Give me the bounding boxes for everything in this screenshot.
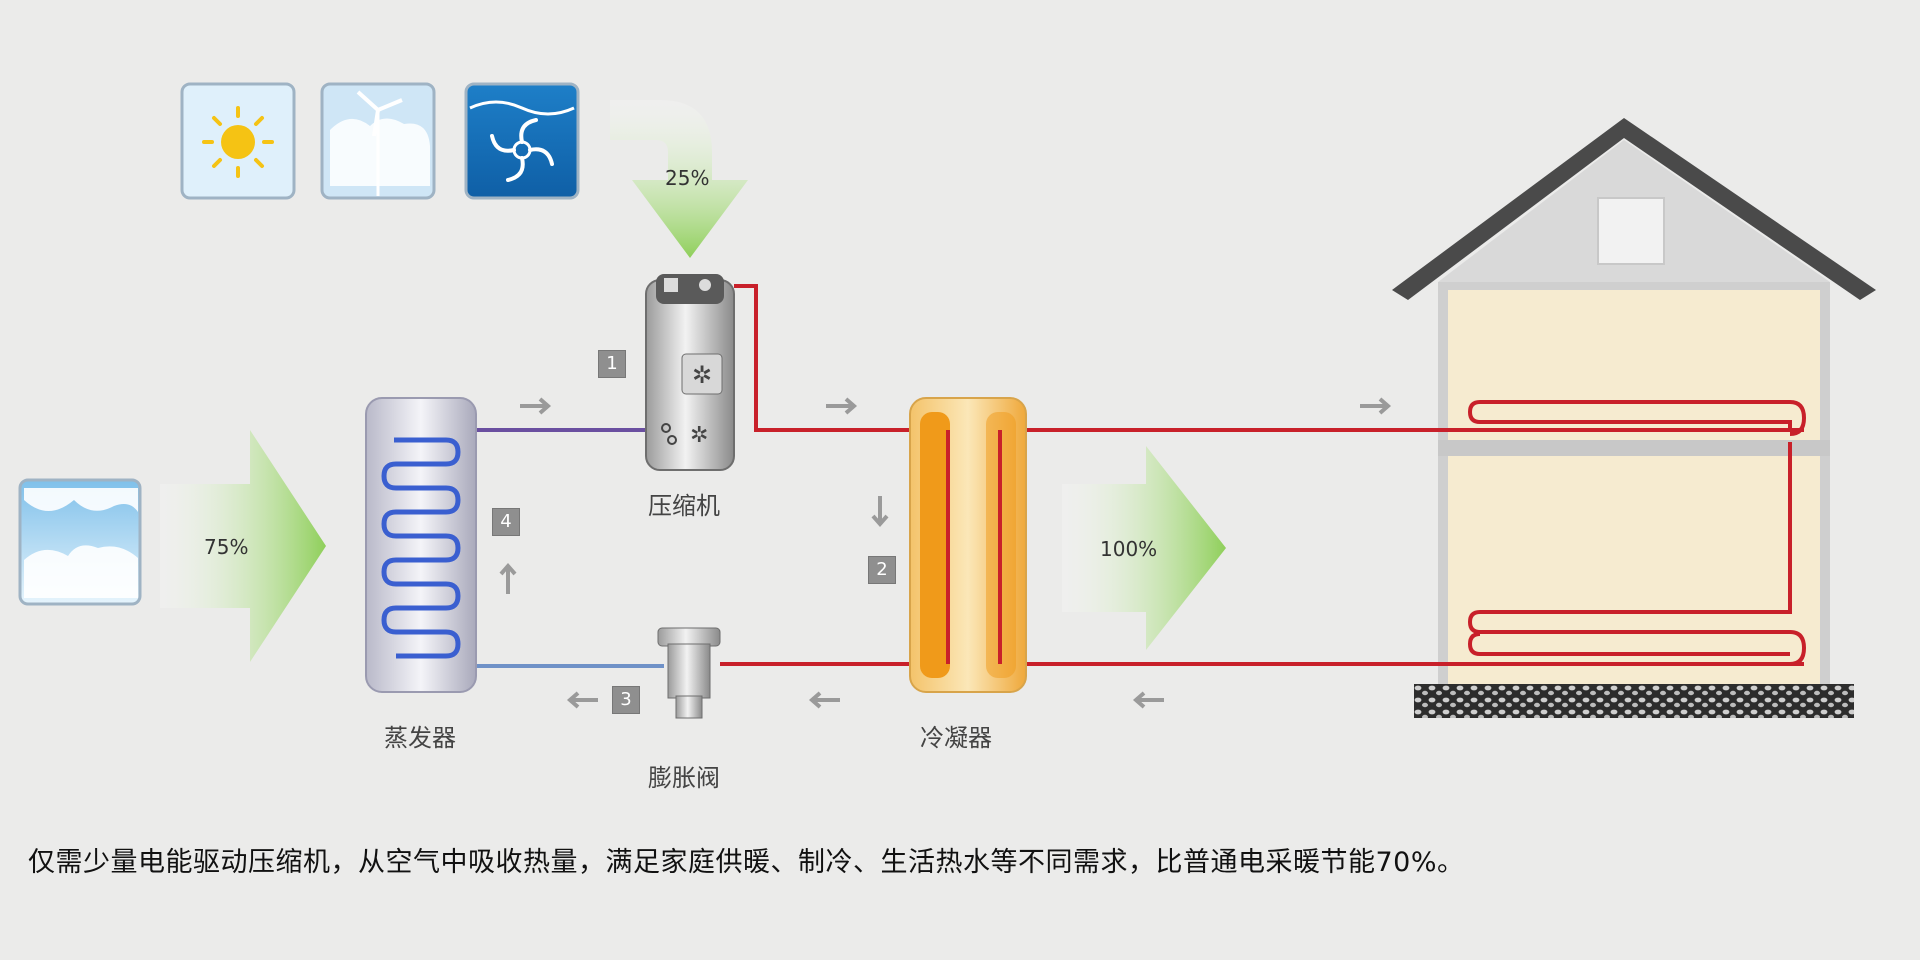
house [1392, 118, 1876, 718]
input-arrow-left [160, 430, 326, 662]
expansion-valve-label: 膨胀阀 [648, 764, 720, 792]
condenser [909, 397, 1027, 693]
step-3-badge: 3 [612, 686, 640, 714]
compressor-label: 压缩机 [648, 492, 720, 520]
svg-text:✲: ✲ [692, 361, 712, 389]
flow-direction-arrows [499, 397, 1392, 709]
flow-arrow-5 [499, 562, 517, 594]
evaporator-label: 蒸发器 [384, 724, 456, 752]
cloud-icon [18, 478, 142, 606]
flow-arrow-2 [826, 397, 858, 415]
water-fan-icon [464, 82, 580, 200]
flow-arrow-1 [520, 397, 552, 415]
output-percentage: 100% [1100, 537, 1158, 561]
wind-icon [320, 82, 436, 200]
step-1-badge: 1 [598, 350, 626, 378]
caption: 仅需少量电能驱动压缩机，从空气中吸收热量，满足家庭供暖、制冷、生活热水等不同需求… [28, 847, 1465, 878]
flow-arrow-7 [808, 691, 840, 709]
output-arrow [1062, 446, 1226, 650]
svg-text:✲: ✲ [690, 423, 708, 448]
input-arrow-top [610, 100, 748, 258]
house-heating-loop [1000, 400, 1807, 666]
step-2-badge: 2 [868, 556, 896, 584]
flow-arrow-3 [1360, 397, 1392, 415]
expansion-valve [657, 627, 721, 719]
compressor: ✲ ✲ [645, 274, 735, 471]
input-percentage-top: 25% [665, 166, 710, 190]
sun-icon [180, 82, 296, 200]
input-percentage-left: 75% [204, 535, 249, 559]
evaporator [365, 397, 477, 693]
step-4-badge: 4 [492, 508, 520, 536]
flow-arrow-8 [1132, 691, 1164, 709]
flow-arrow-4 [871, 496, 889, 528]
flow-arrow-6 [566, 691, 598, 709]
condenser-label: 冷凝器 [920, 724, 992, 752]
